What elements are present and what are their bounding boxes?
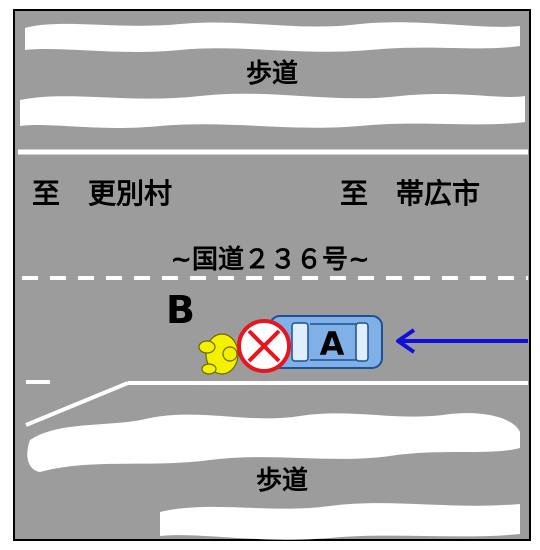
collision-x-icon: [237, 319, 291, 373]
pedestrian-icon: [198, 333, 239, 375]
snow-top: [20, 22, 525, 128]
sidewalk-bottom-label: 歩道: [256, 465, 308, 496]
pedestrian-label: B: [166, 288, 195, 332]
direction-right-label: 至 帯広市: [340, 177, 480, 210]
frame: [13, 9, 531, 541]
route-label: ~国道２３６号~: [170, 244, 370, 275]
sidewalk-top-label: 歩道: [246, 58, 298, 89]
snow-bottom: [27, 413, 521, 540]
arrow-left-icon: [396, 328, 528, 354]
merge-line: [25, 381, 129, 427]
direction-left-label: 至 更別村: [32, 177, 172, 210]
car-label: A: [320, 325, 345, 363]
